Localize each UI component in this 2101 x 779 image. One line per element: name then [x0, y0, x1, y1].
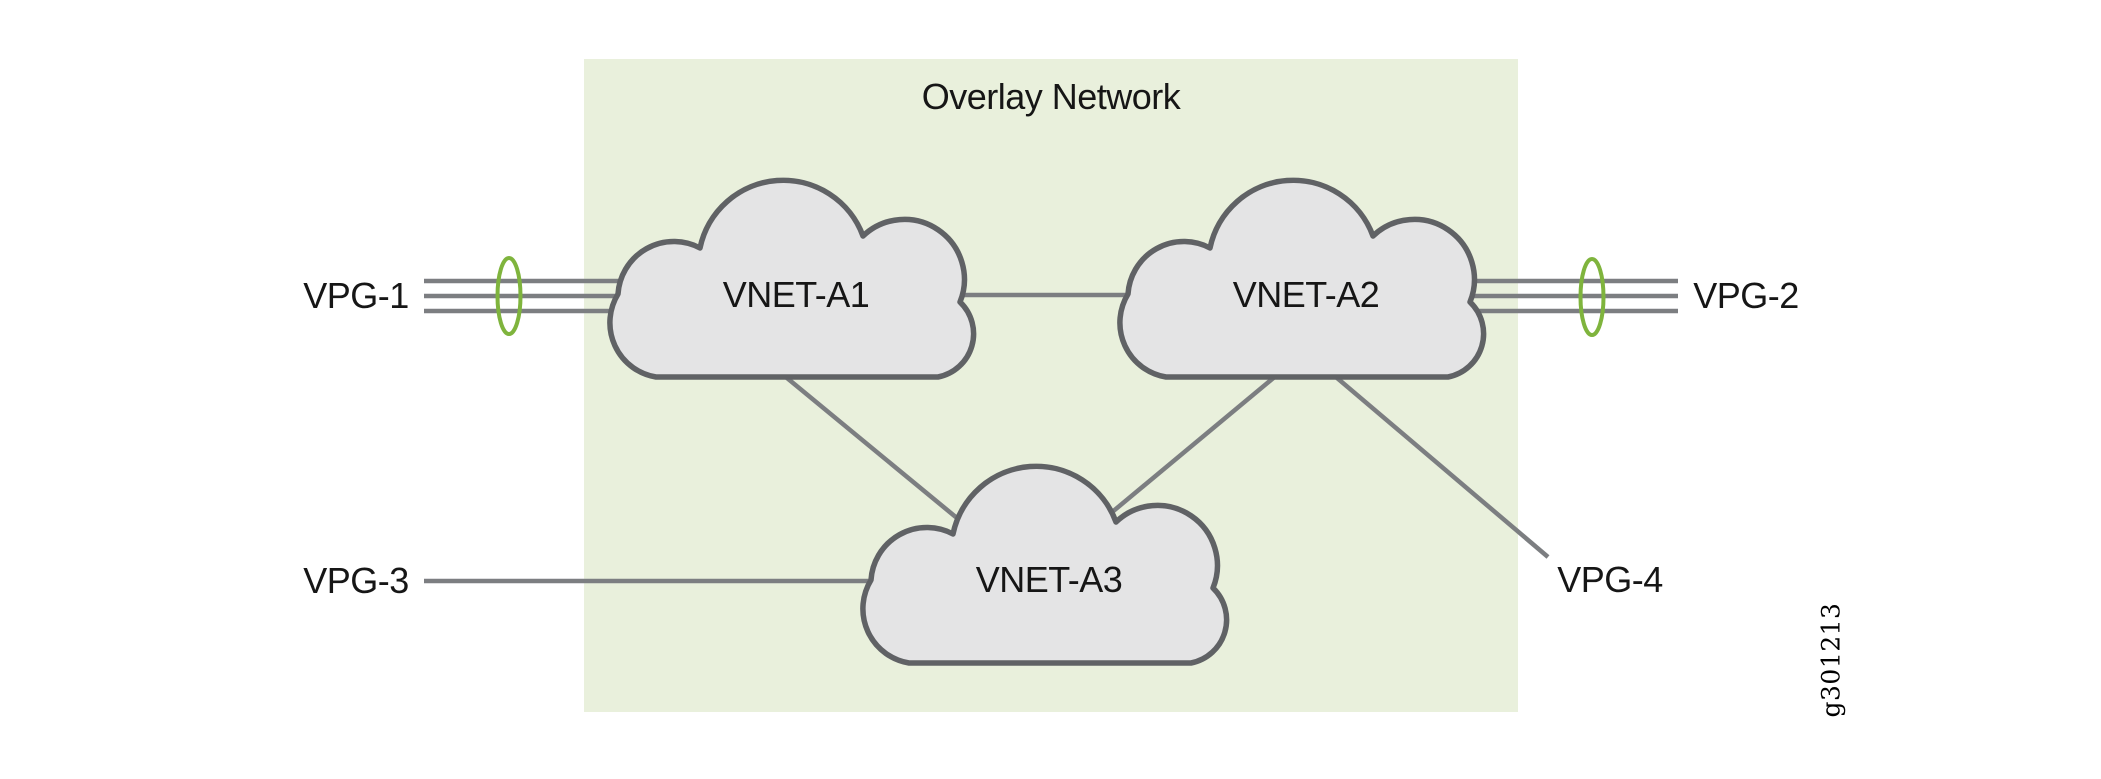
label-vpg-3: VPG-3: [303, 560, 409, 601]
label-vnet-a2: VNET-A2: [1232, 274, 1380, 315]
cloud-shape: [607, 177, 977, 380]
overlay-network-title: Overlay Network: [921, 76, 1181, 117]
label-vnet-a3: VNET-A3: [975, 559, 1123, 600]
vnet-a2-a3-link: [1103, 368, 1285, 520]
label-vpg-2: VPG-2: [1693, 275, 1799, 316]
label-vnet-a1: VNET-A1: [722, 274, 870, 315]
figure-id-label: g301213: [1816, 602, 1846, 718]
vpg4-link: [1328, 370, 1550, 559]
cloud-vnet-a2: [1117, 177, 1487, 380]
vpg1-triple-link: [424, 278, 645, 314]
cloud-vnet-a1: [607, 177, 977, 380]
vpg2-bundle-ellipse-icon: [1578, 257, 1606, 337]
vpg2-triple-link: [1450, 278, 1678, 314]
cloud-vnet-a3: [860, 463, 1230, 666]
cloud-shape: [1117, 177, 1487, 380]
label-vpg-4: VPG-4: [1557, 559, 1663, 600]
vnet-a1-a3-link: [768, 362, 982, 539]
cloud-shape: [860, 463, 1230, 666]
label-vpg-1: VPG-1: [303, 275, 409, 316]
vpg1-bundle-ellipse-icon: [495, 256, 523, 336]
